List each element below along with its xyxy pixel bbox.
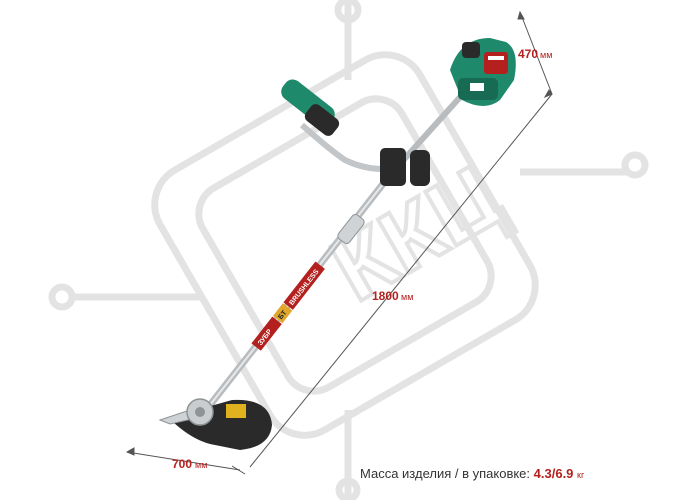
arrow-width-left: [125, 447, 135, 456]
watermark-logo: [48, 0, 649, 500]
shaft-tech-label: [283, 261, 325, 310]
left-handle-grip: [304, 104, 340, 136]
battery-pack: [484, 52, 508, 74]
motor-housing: [450, 38, 516, 106]
height-dimension-unit: мм: [540, 50, 552, 60]
left-handle: [281, 79, 340, 136]
gear-hub: [195, 407, 205, 417]
trimmer-head: [158, 398, 272, 450]
shaft-badge: [272, 303, 293, 324]
battery-indicator: [488, 56, 504, 60]
trimmer-illustration: ЗУБР БТ BRUSHLESS: [158, 38, 516, 450]
watermark-node-top: [334, 0, 362, 24]
width-dim-tick: [231, 465, 246, 475]
dimension-lines: [125, 10, 553, 475]
watermark-node-left: [48, 283, 76, 311]
shaft-tech-text: BRUSHLESS: [288, 268, 320, 307]
right-grip: [410, 150, 430, 186]
width-dimension-value: 700: [172, 457, 192, 471]
height-dimension-line: [519, 11, 553, 95]
guard-warning-label: [226, 404, 246, 418]
watermark-square-outer: [151, 51, 539, 439]
weight-caption: Масса изделия / в упаковке: 4.3/6.9 кг: [360, 466, 584, 481]
motor-logo-plate: [470, 83, 484, 91]
weight-unit: кг: [577, 470, 585, 480]
grass-guard: [168, 399, 272, 450]
weight-value: 4.3/6.9: [533, 466, 574, 481]
arrow-height-top: [517, 10, 525, 20]
weight-label: Масса изделия / в упаковке:: [360, 466, 531, 481]
shaft-badge-text: БТ: [277, 309, 289, 321]
watermark-square-inner: [195, 95, 495, 395]
arrow-length-top: [543, 89, 553, 99]
width-dimension-line: [126, 451, 241, 471]
handlebar-clamp: [380, 148, 406, 186]
length-dimension-value: 1800: [372, 289, 399, 303]
motor-cap: [462, 42, 480, 58]
length-dimension-line: [249, 93, 553, 468]
shaft-coupling: [337, 213, 365, 245]
shaft-label-group: ЗУБР БТ BRUSHLESS: [251, 261, 325, 351]
width-dimension-unit: мм: [195, 460, 207, 470]
watermark-node-right: [621, 151, 649, 179]
length-dimension-unit: мм: [401, 292, 413, 302]
watermark-node-bottom: [335, 477, 361, 500]
height-dimension-value: 470: [518, 47, 538, 61]
shaft-brand-label: [251, 316, 282, 351]
